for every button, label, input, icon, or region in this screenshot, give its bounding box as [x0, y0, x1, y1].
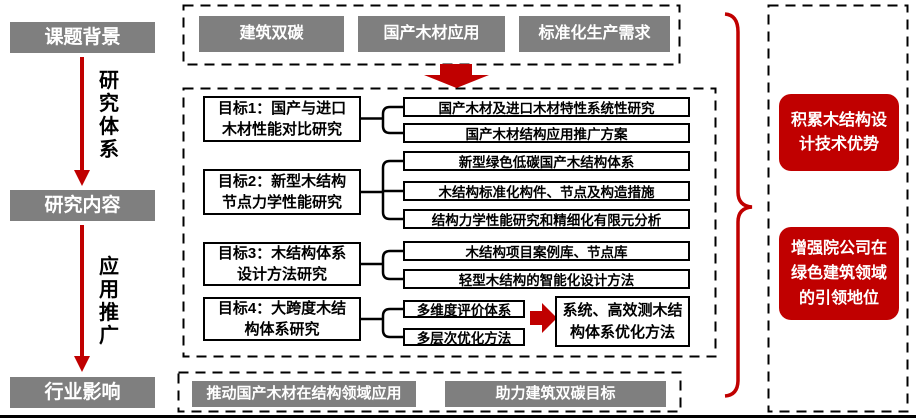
goal4-result-box: 系统、高效测木结 构体系优化方法: [555, 296, 690, 347]
achievement-leading-position: 增强院公司在 绿色建筑领域 的引领地位: [779, 227, 899, 320]
stage-industry-impact-label: 行业影响: [44, 381, 121, 403]
flow-label-research-system: 研究体系: [99, 70, 119, 161]
bottom-outcome-dual-carbon-goal: 助力建筑双碳目标: [445, 381, 666, 407]
input-dual-carbon: 建筑双碳: [199, 16, 344, 52]
stage-research-content-label: 研究内容: [44, 194, 121, 216]
flow-arrow-2-icon: [74, 225, 90, 372]
connector-goal1: [361, 105, 403, 135]
stage-background-label: 课题背景: [44, 26, 121, 48]
connector-goal2: [361, 159, 403, 221]
goal-1: 目标1：国产与进口 木材性能对比研究: [203, 96, 361, 142]
goal-3: 目标3：木结构体系 设计方法研究: [203, 242, 361, 286]
achievement-design-advantage: 积累木结构设 计技术优势: [779, 94, 899, 171]
stage-industry-impact: 行业影响: [10, 377, 155, 408]
output-fem-analysis: 结构力学性能研究和精细化有限元分析: [403, 209, 690, 229]
output-evaluation-system: 多维度评价体系: [403, 300, 525, 318]
output-green-low-carbon-system: 新型绿色低碳国产木结构体系: [403, 151, 690, 171]
stage-background: 课题背景: [10, 22, 155, 53]
input-standardized-production: 标准化生产需求: [519, 16, 670, 52]
goal-2: 目标2：新型木结构 节点力学性能研究: [203, 169, 361, 215]
input-domestic-wood-label: 国产木材应用: [383, 24, 480, 42]
down-arrow-icon: [424, 64, 489, 88]
connector-goal3: [361, 249, 403, 281]
flow-arrow-1-icon: [74, 57, 90, 186]
right-arrow-icon: [530, 303, 557, 333]
achievements-dashed-frame: [767, 4, 909, 413]
goal-4: 目标4：大跨度木结 构体系研究: [203, 297, 361, 341]
output-wood-characteristics: 国产木材及进口木材特性系统性研究: [403, 97, 690, 117]
input-standardized-production-label: 标准化生产需求: [538, 24, 651, 42]
flow-label-application: 应用推广: [99, 256, 119, 347]
output-case-library: 木结构项目案例库、节点库: [403, 241, 690, 261]
output-standardized-components: 木结构标准化构件、节点及构造措施: [403, 181, 690, 201]
bottom-outcome-promote-domestic-wood: 推动国产木材在结构领域应用: [192, 381, 416, 407]
input-domestic-wood: 国产木材应用: [358, 16, 505, 52]
output-optimization-method: 多层次优化方法: [403, 328, 525, 346]
output-application-plan: 国产木材结构应用推广方案: [403, 123, 690, 143]
brace-icon: [724, 12, 753, 398]
stage-research-content: 研究内容: [10, 190, 155, 221]
output-intelligent-design: 轻型木结构的智能化设计方法: [403, 269, 690, 289]
connector-goal4: [361, 307, 403, 339]
input-dual-carbon-label: 建筑双碳: [239, 24, 304, 42]
